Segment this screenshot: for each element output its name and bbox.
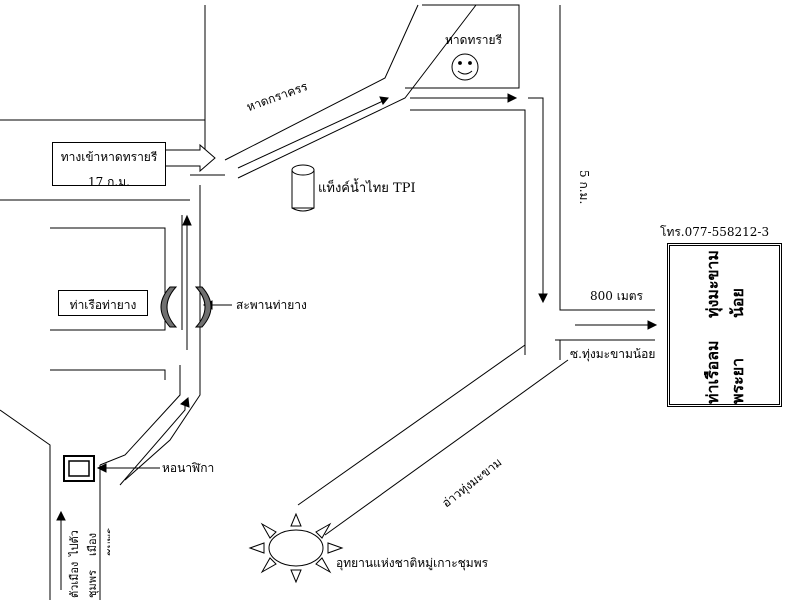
road-southwest [0,409,51,600]
road-top-right-edge [237,4,477,179]
city-label-group: ตัวเมืองชุมพร ไปตัวเมืองชุมพร [66,510,110,598]
soi-label: ซ.ทุ่งมะขามน้อย [570,347,656,361]
distance-5km-label: 5 ก.ม. [577,170,591,205]
water-tank-label: แท็งค์น้ำไทย TPI [318,181,416,196]
pier-label: ท่าเรือท่ายาง [69,298,137,312]
road-center-leftlower [99,365,181,466]
city-label-line1: ตัวเมืองชุมพร [68,561,99,598]
arrow-down [528,97,544,295]
beach-entrance-line1: ทางเข้าหาดทรายรี [60,150,158,164]
arrow-beach-road [237,99,386,169]
sun-icon [248,512,344,584]
city-label-line2: ไปตัวเมืองชุมพร [68,528,110,556]
road-park-branch [324,359,569,536]
pier-box: ท่าเรือท่ายาง [58,290,148,316]
arrow-tower-head [96,463,107,473]
bridge-right-mark [194,286,212,328]
arrow-east-head [507,93,518,103]
arrow-city-head [56,510,66,521]
road-east-upper [410,109,526,355]
destination-line2: ทุ่งมะขามน้อย [702,249,747,318]
road-top-left-edge [224,4,419,161]
beach-name-label: หาดทรายรี [445,33,503,47]
beach-entrance-box: ทางเข้าหาดทรายรี 17 ก.ม. [52,142,166,189]
road-diagonal-inner [297,344,526,506]
bridge-label: สะพานท่ายาง [236,298,307,312]
beach-entrance-line2: 17 ก.ม. [88,175,130,189]
arrow-from-south-head [180,397,190,408]
phone-label: โทร.077-558212-3 [660,225,770,239]
arrow-from-south [119,405,186,486]
destination-line1: ท่าเรือลมพระยา [702,340,747,404]
bridge-left-mark [160,286,178,328]
arrow-to-pier-head [647,320,658,330]
road-east-lower [559,5,655,311]
distance-800m-label: 800 เมตร [590,289,643,303]
smiley-icon [451,53,479,81]
destination-box: ท่าเรือลมพระยา ทุ่งมะขามน้อย [667,243,782,407]
entrance-block-arrow [164,143,216,173]
tower-label: หอนาฬิกา [162,461,215,475]
block-west-lower [50,369,166,380]
arrow-north-head [182,214,192,226]
park-label: อุทยานแห่งชาติหมู่เกาะชุมพร [336,556,489,570]
arrow-down-head [538,293,548,304]
block-west-pier [50,227,166,331]
arrow-beach-road-head [379,96,389,105]
water-tank-icon [291,164,315,212]
